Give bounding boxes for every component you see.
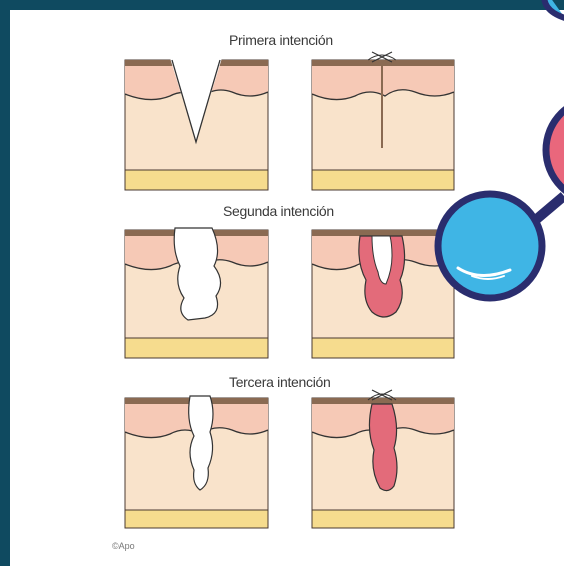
block-primera-open — [125, 58, 268, 190]
title-primera: Primera intención — [229, 32, 333, 48]
block-segunda-granulating — [312, 230, 454, 358]
title-segunda: Segunda intención — [223, 203, 334, 219]
title-tercera: Tercera intención — [229, 374, 331, 390]
molecule-decoration — [438, 0, 564, 298]
image-credit: ©Apo — [112, 541, 135, 551]
block-primera-sutured — [312, 60, 454, 190]
block-tercera-sutured — [312, 398, 454, 528]
block-segunda-open — [125, 228, 268, 358]
block-tercera-open — [125, 396, 268, 528]
